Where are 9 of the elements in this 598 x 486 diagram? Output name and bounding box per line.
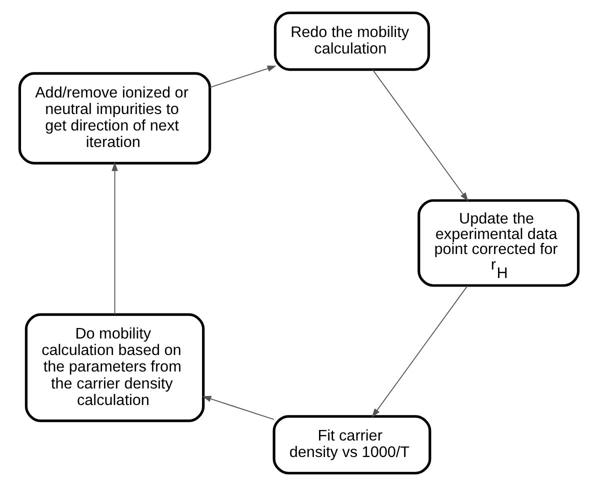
arrow (209, 66, 276, 88)
arrow (112, 162, 118, 315)
node-box: Do mobility calculation based on the parameters from the carrier density calculation (24, 313, 205, 422)
node-box: Fit carrier density vs 1000/T (272, 415, 432, 474)
arrow (372, 285, 468, 418)
arrow (202, 396, 274, 420)
arrow (372, 69, 468, 202)
node-box: Add/remove ionized or neutral impurities to get direction of next iteration (18, 72, 212, 164)
node-box: Redo the mobility calculation (274, 12, 430, 71)
